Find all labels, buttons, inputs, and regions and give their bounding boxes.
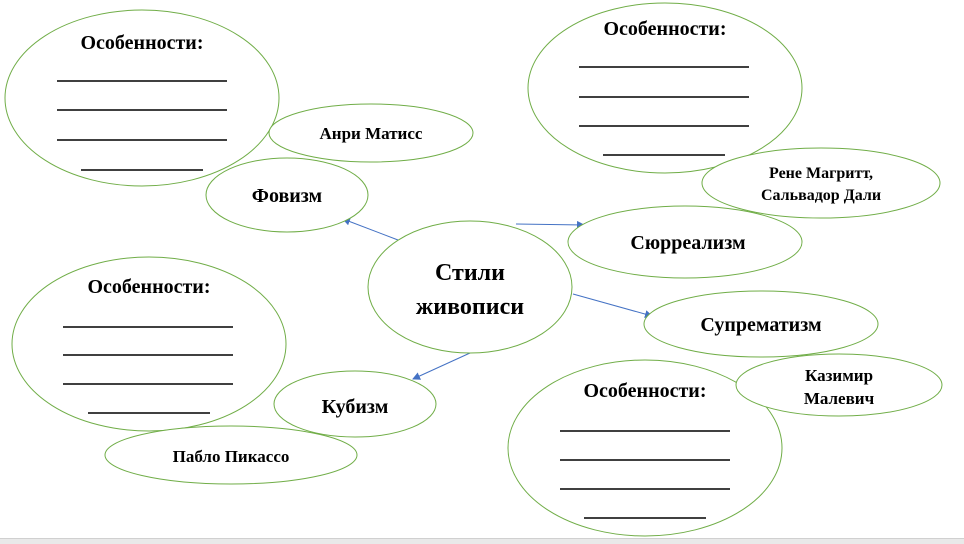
bottom-scrollbar-strip (0, 538, 964, 544)
style-name-surrealism: Сюрреализм (630, 232, 745, 254)
artist-name-surrealism-line1: Рене Магритт, (769, 165, 873, 182)
artist-name-surrealism-line2: Сальвадор Дали (761, 187, 881, 204)
artist-name-suprematism-line2: Малевич (804, 389, 875, 408)
features-oval-suprematism (507, 359, 783, 537)
center-title-line1: Стили (435, 260, 505, 286)
features-label-surrealism: Особенности: (604, 18, 727, 40)
features-label-fauvism: Особенности: (81, 32, 204, 54)
artist-oval-surrealism (701, 147, 941, 219)
arrow-to-cubism (412, 352, 471, 380)
style-name-cubism: Кубизм (322, 396, 389, 418)
center-title-line2: живописи (416, 294, 524, 320)
features-oval-fauvism (4, 9, 280, 187)
features-label-suprematism: Особенности: (584, 380, 707, 402)
arrow-to-surrealism (515, 220, 585, 229)
answer-lines-fauvism (57, 80, 227, 171)
arrow-to-suprematism (572, 293, 653, 318)
features-oval-surrealism (527, 2, 803, 174)
artist-oval-cubism (104, 425, 358, 485)
style-oval-suprematism (643, 290, 879, 358)
artist-name-cubism: Пабло Пикассо (173, 447, 290, 466)
answer-lines-cubism (63, 326, 233, 414)
artist-name-fauvism: Анри Матисс (320, 124, 423, 143)
style-oval-surrealism (567, 205, 803, 279)
connector-arrows (342, 217, 653, 380)
center-oval (367, 220, 573, 354)
artist-oval-fauvism (268, 103, 474, 163)
artist-oval-suprematism (735, 353, 943, 417)
style-name-suprematism: Супрематизм (700, 314, 821, 336)
features-oval-cubism (11, 256, 287, 432)
artist-name-suprematism-line1: Казимир (805, 366, 873, 385)
answer-lines-suprematism (560, 430, 730, 519)
style-oval-cubism (273, 370, 437, 438)
style-name-fauvism: Фовизм (252, 185, 322, 207)
arrow-to-fauvism (342, 217, 399, 241)
style-oval-fauvism (205, 157, 369, 233)
answer-lines-surrealism (579, 66, 749, 156)
features-label-cubism: Особенности: (88, 276, 211, 298)
